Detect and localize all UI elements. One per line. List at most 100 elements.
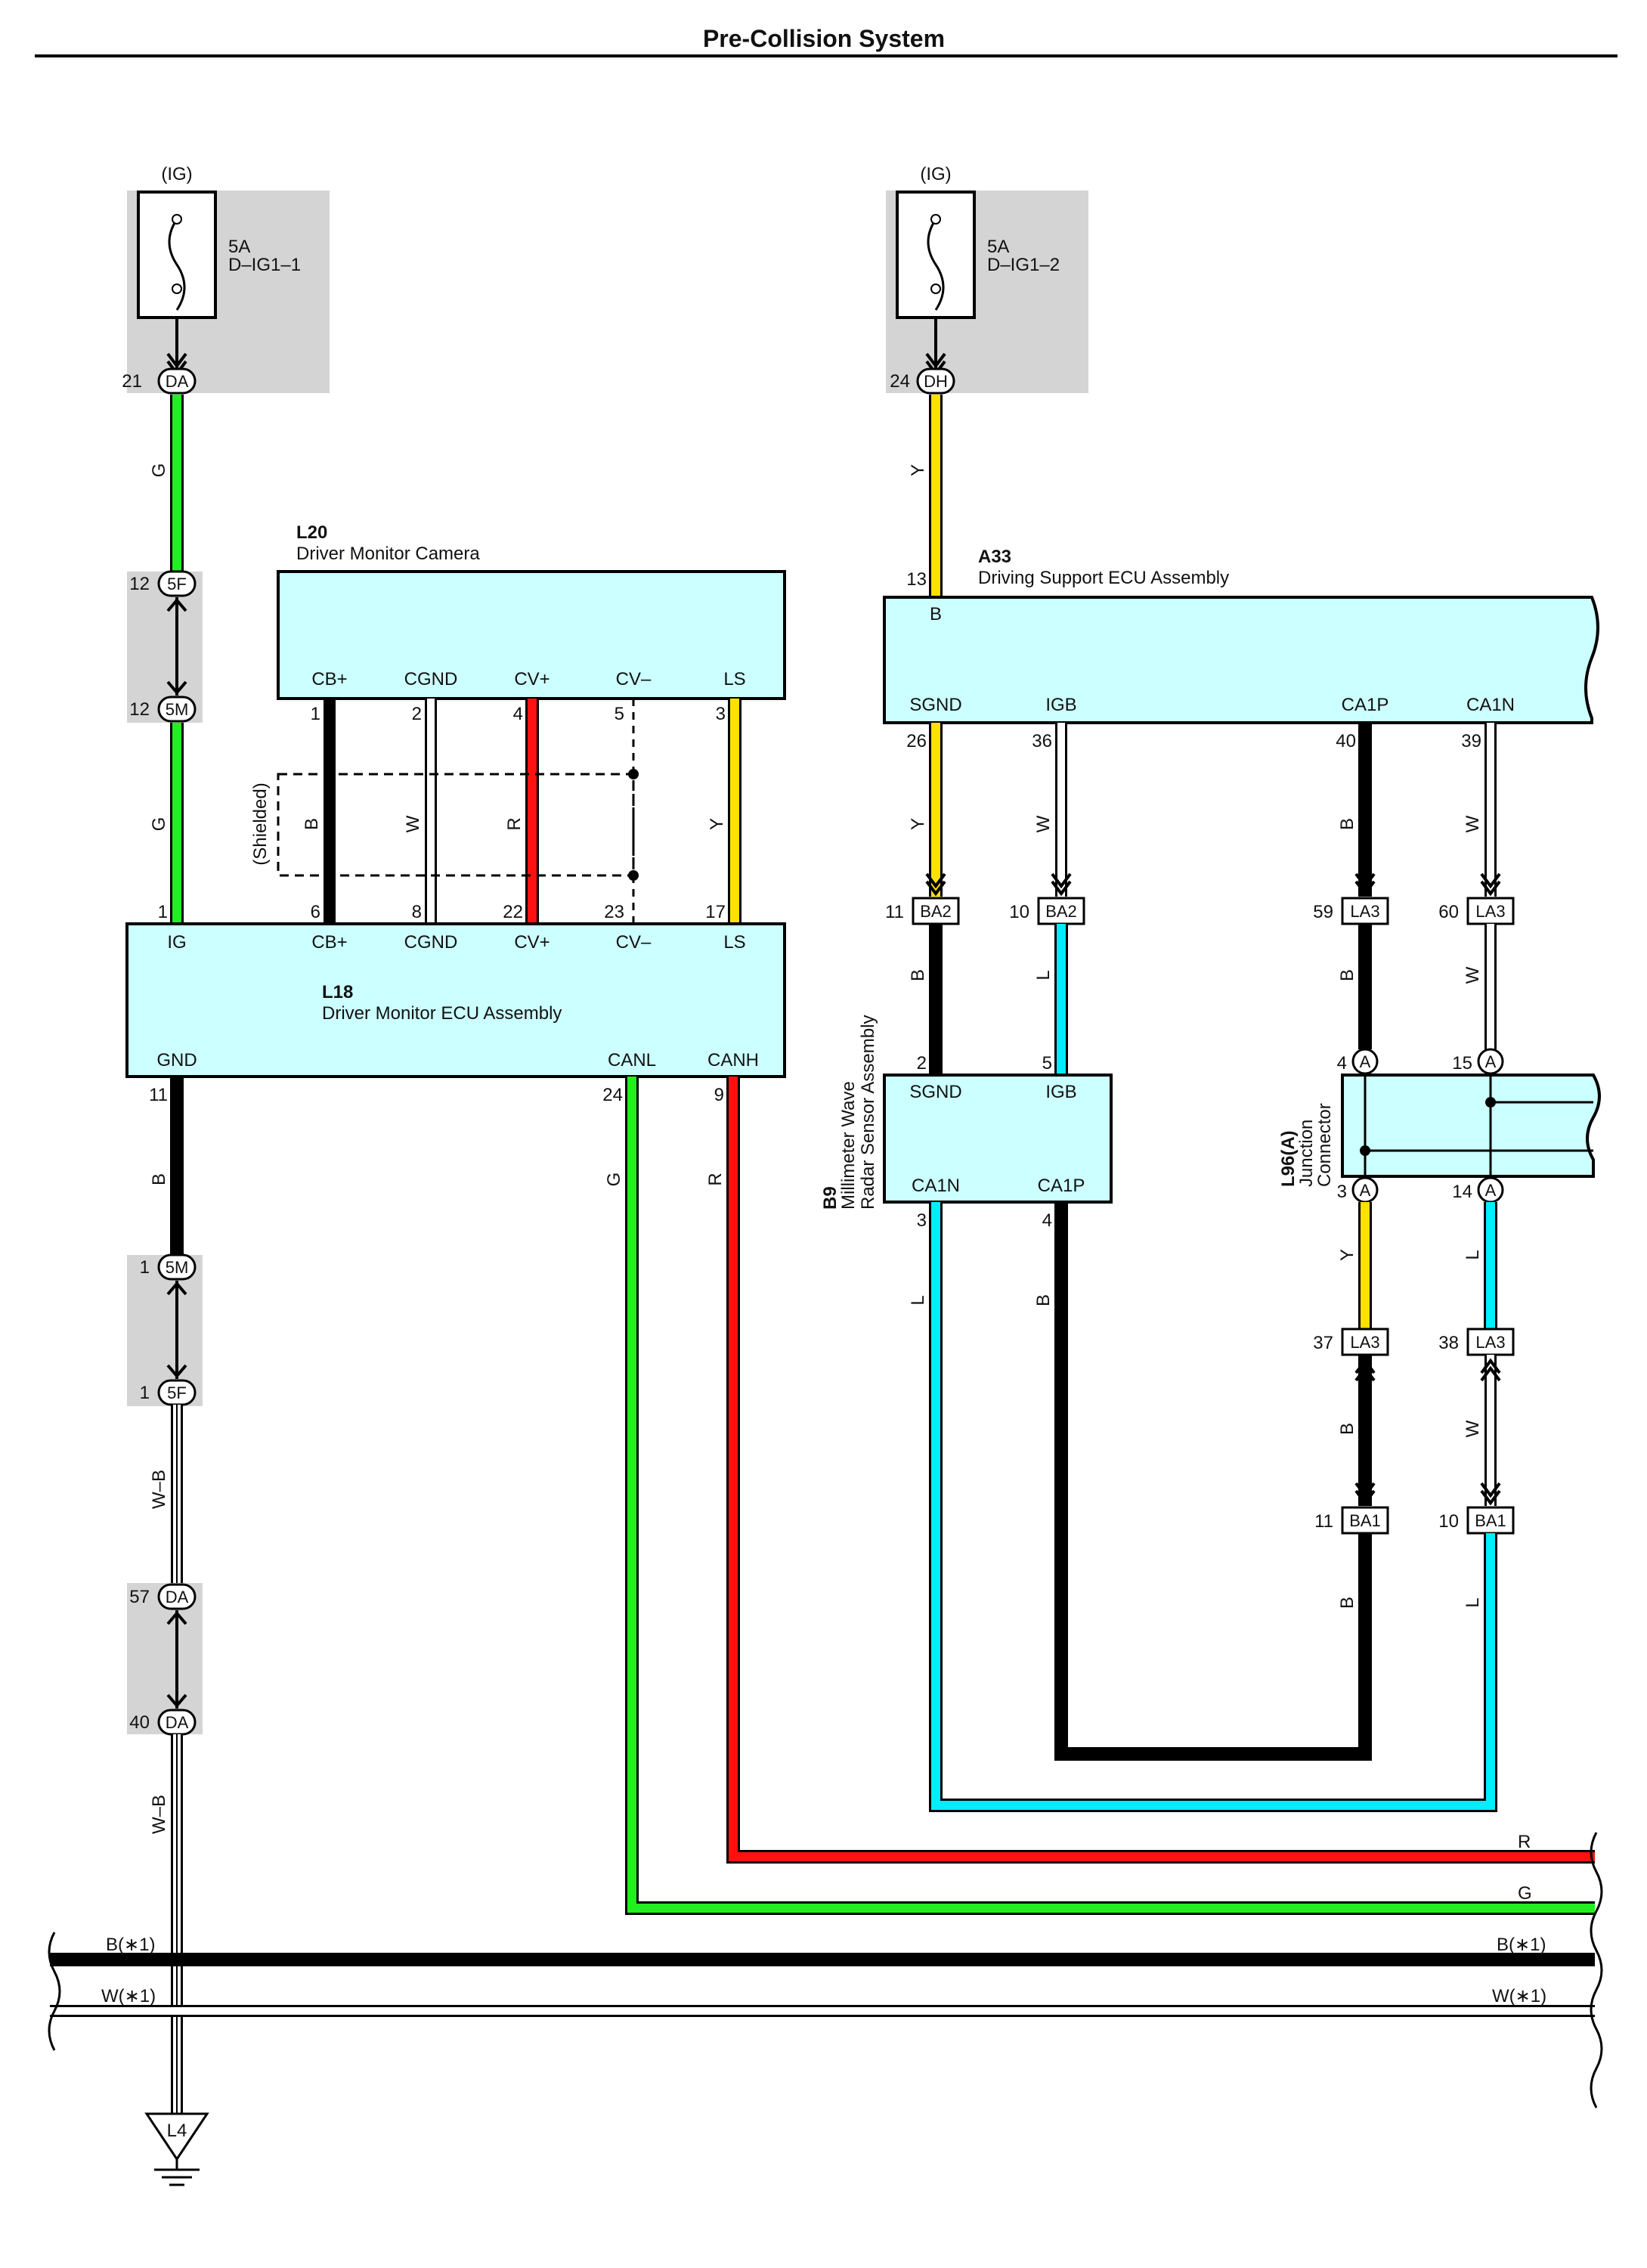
fuse-icon	[927, 218, 945, 311]
svg-text:W(∗1): W(∗1)	[101, 1986, 156, 2006]
svg-text:Driving Support ECU Assembly: Driving Support ECU Assembly	[978, 568, 1229, 588]
svg-text:W(∗1): W(∗1)	[1492, 1986, 1546, 2006]
svg-text:LS: LS	[723, 932, 745, 953]
svg-text:G: G	[1518, 1883, 1532, 1904]
svg-text:12: 12	[129, 699, 150, 720]
connector-5m-5f-lower: 5M 1 5F 1	[127, 1253, 203, 1406]
svg-text:LA3: LA3	[1475, 1333, 1505, 1352]
svg-text:W–B: W–B	[149, 1795, 169, 1834]
svg-text:B: B	[1337, 1423, 1358, 1435]
svg-text:Y: Y	[908, 818, 928, 830]
l18-driver-monitor-ecu: 1 6 8 22 23 17 IG CB+ CGND CV+ CV– LS L1…	[125, 902, 786, 1105]
connector-da-pair: DA 57 DA 40	[127, 1583, 203, 1736]
svg-text:Driver Monitor ECU Assembly: Driver Monitor ECU Assembly	[322, 1003, 562, 1024]
svg-text:5F: 5F	[167, 1383, 187, 1402]
svg-text:21: 21	[122, 371, 142, 392]
svg-text:59: 59	[1313, 902, 1333, 922]
svg-text:15: 15	[1452, 1053, 1472, 1074]
svg-text:10: 10	[1438, 1511, 1459, 1532]
svg-text:Y: Y	[908, 464, 928, 476]
svg-text:B: B	[1337, 818, 1358, 830]
svg-text:L: L	[908, 1295, 928, 1305]
svg-text:L: L	[1463, 1250, 1483, 1259]
svg-text:Y: Y	[1337, 1249, 1358, 1261]
svg-text:A: A	[1485, 1052, 1497, 1071]
svg-text:R: R	[705, 1173, 726, 1185]
a33-wires: Y W B W	[908, 723, 1501, 897]
svg-text:CV–: CV–	[616, 669, 652, 689]
svg-text:CA1N: CA1N	[912, 1176, 960, 1196]
svg-text:5: 5	[615, 704, 624, 724]
svg-text:4: 4	[513, 704, 523, 724]
svg-text:Connector: Connector	[1314, 1103, 1335, 1187]
svg-text:22: 22	[503, 902, 523, 922]
svg-text:3: 3	[716, 704, 726, 724]
radar-feed-wires: B L B W	[908, 924, 1497, 1075]
svg-text:(IG): (IG)	[161, 164, 192, 184]
svg-text:26: 26	[906, 731, 927, 751]
svg-text:D–IG1–2: D–IG1–2	[987, 255, 1060, 275]
svg-text:DH: DH	[924, 372, 948, 391]
svg-text:B: B	[908, 969, 928, 981]
svg-text:W: W	[403, 815, 423, 832]
svg-text:CB+: CB+	[311, 669, 347, 689]
svg-text:W: W	[1463, 966, 1483, 984]
svg-text:3: 3	[917, 1210, 927, 1231]
svg-text:4: 4	[1042, 1210, 1052, 1231]
svg-text:L96(A): L96(A)	[1278, 1130, 1299, 1187]
svg-text:9: 9	[714, 1085, 724, 1105]
svg-text:1: 1	[140, 1257, 150, 1278]
svg-text:5M: 5M	[166, 700, 189, 719]
svg-text:39: 39	[1461, 731, 1481, 751]
svg-text:3: 3	[1337, 1182, 1347, 1202]
svg-text:Driver Monitor Camera: Driver Monitor Camera	[296, 544, 480, 564]
svg-text:SGND: SGND	[909, 695, 961, 715]
svg-text:CA1P: CA1P	[1038, 1176, 1085, 1196]
svg-text:40: 40	[1336, 731, 1356, 751]
svg-text:40: 40	[129, 1712, 150, 1733]
fuse-right: (IG) 5A D–IG1–2 DH 24	[886, 164, 1088, 395]
svg-text:A: A	[1360, 1181, 1371, 1200]
svg-text:8: 8	[412, 902, 422, 922]
svg-text:11: 11	[1314, 1511, 1333, 1532]
svg-text:13: 13	[906, 569, 927, 590]
l96-junction-connector: A A A A 4 15 3 14 L96(A) Junction Connec…	[1278, 1048, 1601, 1204]
svg-text:12: 12	[129, 574, 150, 594]
connectors-ba2-la3: BA2 11 BA2 10 LA3 59 LA3 60	[885, 897, 1515, 925]
svg-text:1: 1	[158, 902, 168, 922]
svg-text:G: G	[149, 817, 169, 832]
svg-text:CV+: CV+	[514, 932, 550, 953]
svg-text:B: B	[149, 1173, 169, 1185]
bus-lines: B(∗1) W(∗1) B(∗1) W(∗1)	[48, 1832, 1603, 2108]
svg-text:4: 4	[1337, 1053, 1347, 1074]
svg-text:L18: L18	[322, 982, 353, 1002]
svg-text:(IG): (IG)	[920, 164, 951, 184]
svg-text:5A: 5A	[987, 237, 1009, 257]
svg-text:DA: DA	[166, 1588, 189, 1606]
svg-text:CGND: CGND	[404, 669, 458, 689]
svg-text:B: B	[930, 604, 942, 624]
svg-text:2: 2	[917, 1053, 927, 1074]
fuse-left: (IG) 5A D–IG1–1 DA 21	[122, 164, 330, 395]
svg-text:R: R	[504, 817, 525, 830]
svg-text:W–B: W–B	[149, 1470, 169, 1509]
svg-text:CA1N: CA1N	[1466, 695, 1515, 715]
svg-text:14: 14	[1452, 1182, 1472, 1202]
connector-5f-5m-upper: 5F 12 5M 12	[127, 570, 203, 723]
ground-icon: L4	[144, 2112, 209, 2186]
svg-text:23: 23	[604, 902, 624, 922]
svg-text:LA3: LA3	[1350, 1333, 1379, 1352]
svg-text:37: 37	[1313, 1333, 1333, 1353]
svg-text:CANH: CANH	[707, 1050, 759, 1070]
svg-text:60: 60	[1438, 902, 1459, 922]
svg-text:Radar Sensor Assembly: Radar Sensor Assembly	[858, 1015, 878, 1210]
svg-text:B: B	[302, 818, 322, 830]
camera-wires: (Shielded) B W R Y 1 2 4 5 3	[250, 699, 741, 924]
svg-text:R: R	[1518, 1832, 1531, 1852]
page-title: Pre-Collision System	[703, 25, 945, 52]
svg-text:11: 11	[149, 1085, 168, 1105]
svg-text:1: 1	[140, 1383, 150, 1403]
svg-text:B: B	[1337, 1597, 1358, 1609]
svg-text:B: B	[1033, 1294, 1054, 1306]
svg-text:BA1: BA1	[1475, 1511, 1506, 1530]
